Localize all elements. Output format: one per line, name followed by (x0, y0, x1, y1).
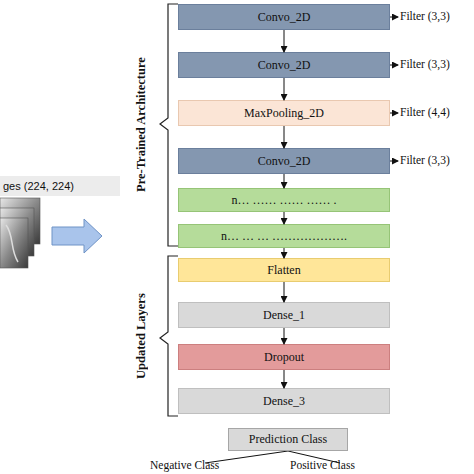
node-text: Dense_3 (263, 394, 305, 409)
filter-size: Filter (3,3) (400, 58, 450, 70)
pooling-layer-box: MaxPooling_2D (178, 100, 390, 126)
flow-arrow (284, 282, 285, 302)
flow-arrow (284, 78, 285, 100)
filter-size: Filter (3,3) (400, 10, 450, 22)
node-text: Convo_2D (258, 10, 311, 25)
flow-arrow (284, 370, 285, 388)
dropout-layer-box: Dropout (178, 344, 390, 370)
node-text: Convo_2D (258, 58, 311, 73)
flatten-layer-box: Flatten (178, 258, 390, 282)
node-text: n… … … ………………. (221, 229, 347, 244)
conv-layer-box: Convo_2D (178, 52, 390, 78)
node-text: MaxPooling_2D (244, 106, 324, 121)
input-arrow (52, 219, 102, 253)
group-label: Updated Layers (130, 262, 152, 410)
node-text: n… …… …… …… . (232, 193, 337, 208)
class-label: Positive Class (290, 459, 355, 471)
ellipsis-layer-box: n… …… …… …… . (178, 188, 390, 212)
flow-arrow (284, 212, 285, 224)
class-label: Negative Class (150, 459, 219, 471)
flow-arrow (284, 30, 285, 52)
ellipsis-layer-box: n… … … ………………. (178, 224, 390, 248)
pretrained-bracket (160, 4, 178, 246)
flow-arrow (284, 248, 285, 258)
xray-thumbnails (0, 198, 40, 268)
updated-bracket (160, 256, 178, 416)
filter-size: Filter (4,4) (400, 106, 450, 118)
node-text: ges (224, 224) (3, 180, 74, 192)
filter-size: Filter (3,3) (400, 154, 450, 166)
node-text: Prediction Class (249, 432, 327, 447)
input-size-box: ges (224, 224) (0, 176, 120, 196)
dense-layer-box: Dense_3 (178, 388, 390, 414)
node-text: Flatten (267, 263, 300, 278)
dense-layer-box: Dense_1 (178, 302, 390, 328)
flow-arrow (284, 126, 285, 148)
node-text: Dense_1 (263, 308, 305, 323)
conv-layer-box: Convo_2D (178, 148, 390, 174)
flow-arrow (284, 174, 285, 188)
node-text: Convo_2D (258, 154, 311, 169)
node-text: Dropout (264, 350, 304, 365)
filter-leaders (390, 17, 398, 161)
group-label: Pre-Trained Architecture (130, 20, 152, 230)
prediction-box: Prediction Class (228, 428, 348, 451)
conv-layer-box: Convo_2D (178, 4, 390, 30)
flow-arrow (284, 328, 285, 344)
